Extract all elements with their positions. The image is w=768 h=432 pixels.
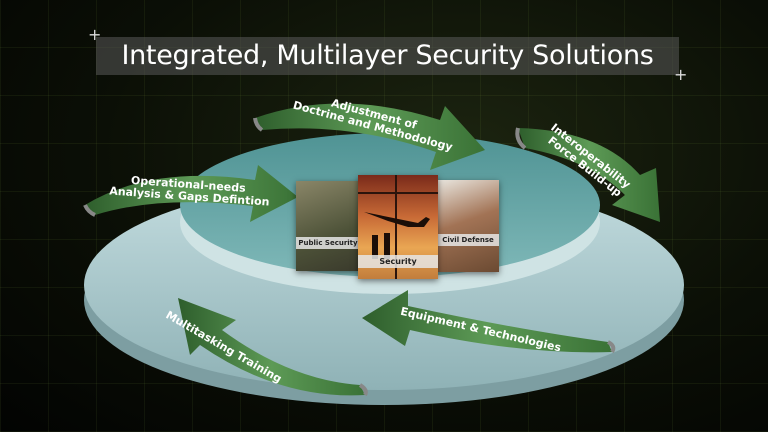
card-label: Public Security bbox=[296, 237, 360, 249]
card-public-security: Public Security bbox=[296, 181, 360, 271]
card-label: Security bbox=[358, 255, 438, 268]
card-label: Civil Defense bbox=[437, 234, 499, 246]
card-security: Security bbox=[358, 175, 438, 279]
sparkle-icon: + bbox=[88, 25, 102, 44]
card-civil-defense: Civil Defense bbox=[437, 180, 499, 272]
sparkle-icon: + bbox=[674, 65, 688, 84]
slide-title: Integrated, Multilayer Security Solution… bbox=[96, 37, 679, 75]
